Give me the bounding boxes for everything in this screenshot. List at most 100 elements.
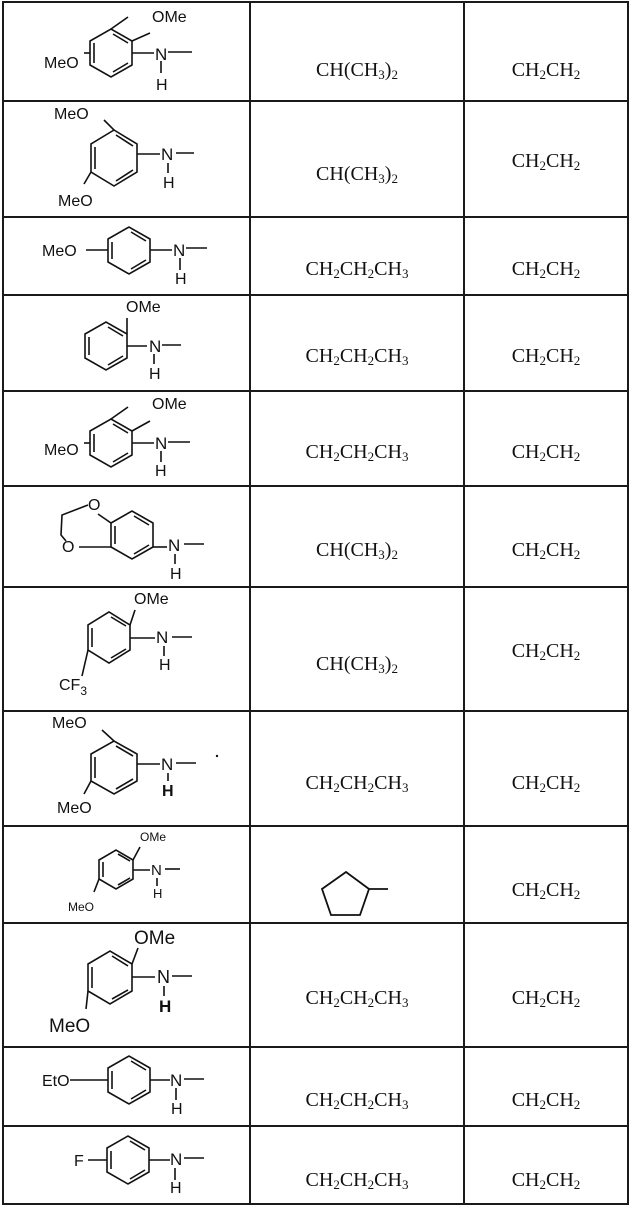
substituent-label: MeO bbox=[44, 55, 79, 72]
amine-n-label: N bbox=[149, 337, 161, 356]
table-row: MeO MeO N H CH2CH2CH3 CH2CH2 bbox=[3, 711, 628, 826]
structure-cell: OMe MeO N H bbox=[3, 923, 250, 1047]
amine-h-label: H bbox=[159, 657, 171, 674]
substituent-label: OMe bbox=[134, 928, 175, 949]
amine-h-label: H bbox=[156, 77, 168, 94]
r2-value: CH2CH2 bbox=[465, 441, 627, 464]
structure-cell: O O N H bbox=[3, 486, 250, 587]
structure-diagram: OMe N H bbox=[4, 296, 247, 388]
substituent-label: F bbox=[74, 1153, 84, 1170]
table-row: OMe MeO N H CH2CH2CH3 CH2CH2 bbox=[3, 923, 628, 1047]
amine-n-label: N bbox=[170, 1071, 182, 1090]
r2-value: CH2CH2 bbox=[465, 987, 627, 1010]
amine-n-label: N bbox=[155, 45, 167, 64]
r2-value: CH2CH2 bbox=[465, 879, 627, 902]
amine-n-label: N bbox=[151, 862, 162, 879]
r1-cell: CH(CH3)2 bbox=[250, 587, 464, 711]
amine-h-label: H bbox=[153, 886, 162, 901]
speck bbox=[216, 755, 218, 757]
r1-value: CH2CH2CH3 bbox=[251, 987, 463, 1010]
r2-cell: CH2CH2 bbox=[464, 295, 628, 391]
amine-n-label: N bbox=[170, 1150, 182, 1169]
substituent-label: MeO bbox=[57, 800, 92, 817]
structure-diagram: F N H bbox=[4, 1127, 247, 1201]
r2-value: CH2CH2 bbox=[465, 345, 627, 368]
structure-diagram: OMe MeO N H bbox=[4, 392, 247, 483]
table-row: EtO N H CH2CH2CH3 CH2CH2 bbox=[3, 1047, 628, 1126]
structure-cell: EtO N H bbox=[3, 1047, 250, 1126]
amine-h-label: H bbox=[159, 997, 171, 1016]
table-row: OMe N H CH2CH2CH3 CH2CH2 bbox=[3, 295, 628, 391]
r1-cell: CH2CH2CH3 bbox=[250, 923, 464, 1047]
structure-diagram: OMe MeO N H bbox=[4, 3, 247, 98]
amine-n-label: N bbox=[155, 434, 167, 453]
structure-cell: OMe MeO N H bbox=[3, 826, 250, 923]
cyclopentyl-structure bbox=[251, 827, 461, 920]
structure-cell: MeO MeO N H bbox=[3, 711, 250, 826]
r2-value: CH2CH2 bbox=[465, 640, 627, 663]
substituent-label: O bbox=[62, 539, 74, 556]
structure-diagram: OMe MeO N H bbox=[4, 827, 247, 920]
amine-h-label: H bbox=[155, 463, 167, 480]
table-row: MeO N H CH2CH2CH3 CH2CH2 bbox=[3, 217, 628, 295]
r1-value: CH2CH2CH3 bbox=[251, 345, 463, 368]
table-row: OMe MeO N H CH2CH2CH3 CH2CH2 bbox=[3, 391, 628, 486]
table-row: OMe MeO N H CH2CH2 bbox=[3, 826, 628, 923]
amine-h-label: H bbox=[171, 1101, 183, 1118]
substituent-label: MeO bbox=[68, 900, 94, 914]
r1-cell: CH(CH3)2 bbox=[250, 101, 464, 217]
r2-value: CH2CH2 bbox=[465, 539, 627, 562]
r2-value: CH2CH2 bbox=[465, 1169, 627, 1192]
amine-h-label: H bbox=[163, 175, 175, 192]
table-row: OMe MeO N H CH(CH3)2 CH2CH2 bbox=[3, 2, 628, 101]
structure-diagram: OMe MeO N H bbox=[4, 924, 247, 1044]
structure-cell: OMe MeO N H bbox=[3, 2, 250, 101]
r2-cell: CH2CH2 bbox=[464, 217, 628, 295]
r1-cell: CH(CH3)2 bbox=[250, 486, 464, 587]
table-row: MeO MeO N H CH(CH3)2 CH2CH2 bbox=[3, 101, 628, 217]
substituent-label: EtO bbox=[42, 1073, 70, 1090]
r2-cell: CH2CH2 bbox=[464, 923, 628, 1047]
substituent-label: MeO bbox=[52, 715, 87, 732]
structure-cell: F N H bbox=[3, 1126, 250, 1204]
r2-value: CH2CH2 bbox=[465, 1089, 627, 1112]
substituent-label: MeO bbox=[58, 193, 93, 210]
r2-cell: CH2CH2 bbox=[464, 826, 628, 923]
structure-cell: OMe MeO N H bbox=[3, 391, 250, 486]
r2-cell: CH2CH2 bbox=[464, 391, 628, 486]
r1-value: CH(CH3)2 bbox=[251, 539, 463, 562]
r2-value: CH2CH2 bbox=[465, 772, 627, 795]
cyclopentyl-ring bbox=[322, 872, 369, 915]
table-row: F N H CH2CH2CH3 CH2CH2 bbox=[3, 1126, 628, 1204]
r1-value: CH(CH3)2 bbox=[251, 653, 463, 676]
r1-value: CH2CH2CH3 bbox=[251, 772, 463, 795]
r2-cell: CH2CH2 bbox=[464, 101, 628, 217]
substituent-label: MeO bbox=[42, 243, 77, 260]
amine-h-label: H bbox=[149, 366, 161, 383]
substituent-label: MeO bbox=[49, 1016, 90, 1037]
substituent-label: O bbox=[88, 497, 100, 514]
structure-diagram: MeO N H bbox=[4, 218, 247, 292]
amine-h-label: H bbox=[175, 271, 187, 288]
r1-value: CH2CH2CH3 bbox=[251, 441, 463, 464]
amine-n-label: N bbox=[161, 755, 173, 774]
substituent-label: CF3 bbox=[59, 677, 87, 698]
r1-cell: CH2CH2CH3 bbox=[250, 295, 464, 391]
r1-cell: CH(CH3)2 bbox=[250, 2, 464, 101]
r2-cell: CH2CH2 bbox=[464, 587, 628, 711]
substituent-label: MeO bbox=[54, 106, 89, 123]
table-row: OMe CF3 N H CH(CH3)2 CH2CH2 bbox=[3, 587, 628, 711]
r2-cell: CH2CH2 bbox=[464, 711, 628, 826]
r1-cell bbox=[250, 826, 464, 923]
r1-value: CH2CH2CH3 bbox=[251, 258, 463, 281]
r1-cell: CH2CH2CH3 bbox=[250, 217, 464, 295]
amine-h-label: H bbox=[162, 783, 174, 800]
structure-cell: OMe N H bbox=[3, 295, 250, 391]
amine-n-label: N bbox=[173, 241, 185, 260]
r2-cell: CH2CH2 bbox=[464, 486, 628, 587]
r1-cell: CH2CH2CH3 bbox=[250, 711, 464, 826]
structure-cell: OMe CF3 N H bbox=[3, 587, 250, 711]
r2-value: CH2CH2 bbox=[465, 258, 627, 281]
substituent-label: OMe bbox=[140, 830, 166, 844]
